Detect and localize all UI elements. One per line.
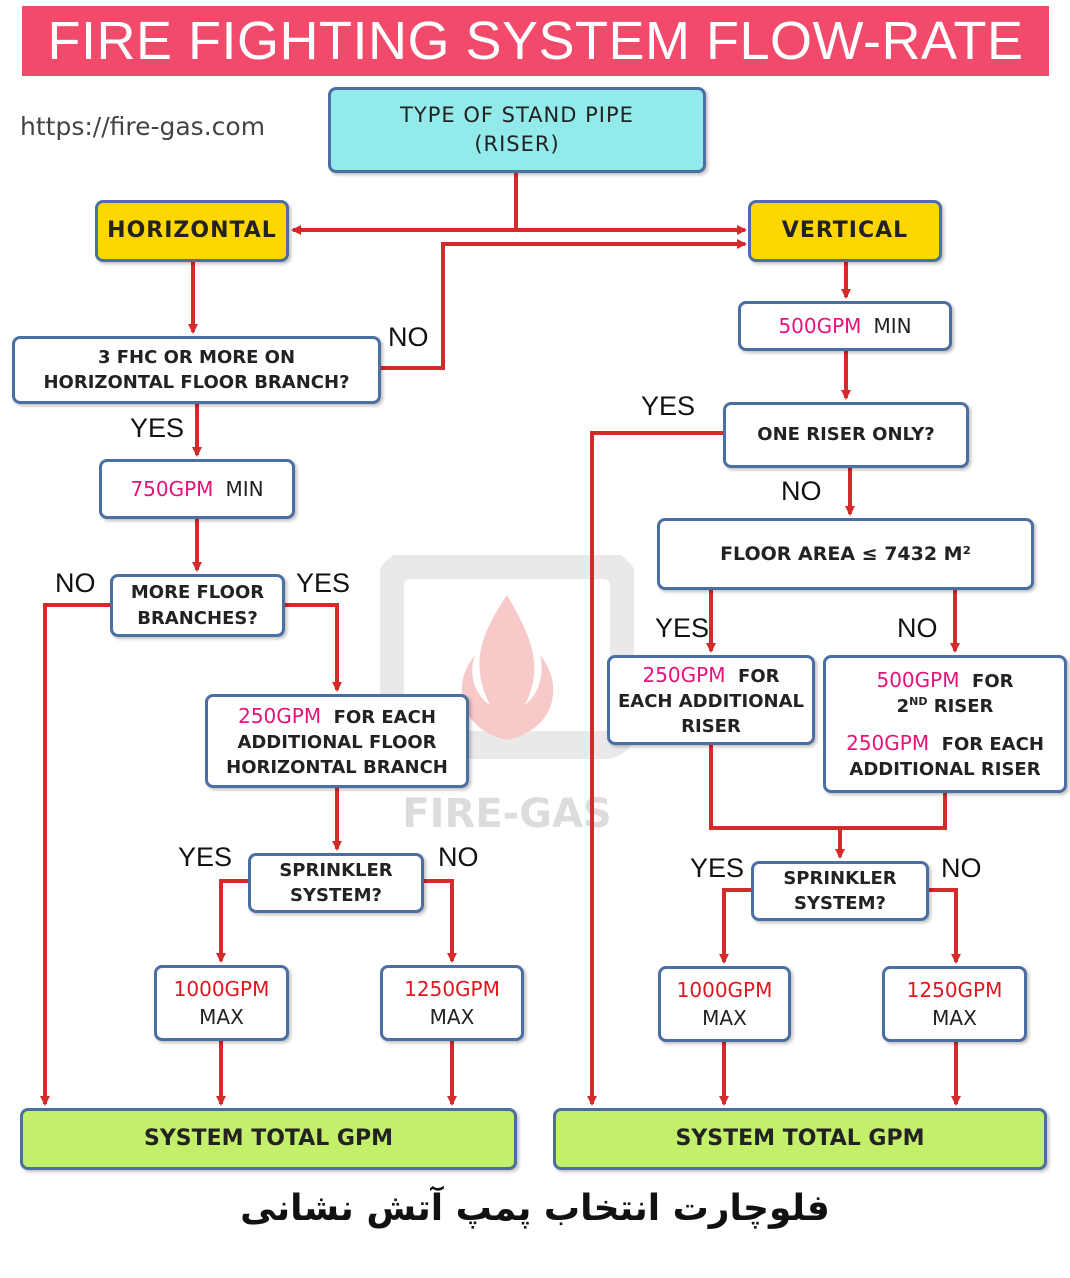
node-250gpm-riser-line1: FOR [738,665,780,687]
node-250gpm-floor-line2: ADDITIONAL FLOOR [237,731,437,753]
node-horizontal: HORIZONTAL [95,200,289,262]
node-1000gpm-left: 1000GPM MAX [154,965,289,1041]
label-no-sprinkler-left: NO [438,842,479,872]
watermark-text: FIRE-GAS [402,791,612,835]
persian-caption: فلوچارت انتخاب پمپ آتش نشانی [240,1188,830,1229]
node-more-floor-line2: BRANCHES? [137,607,258,629]
label-yes-sprinkler-right: YES [690,853,745,883]
node-250gpm-floor-line1: FOR EACH [333,706,436,728]
node-500gpm-2nd-ord: 2 [896,695,910,717]
node-500gpm: 500GPM MIN [738,301,952,351]
node-1250gpm-right-value: 1250GPM [906,978,1003,1002]
node-standpipe-type: TYPE OF STAND PIPE (RISER) [328,87,706,173]
label-yes-fhc: YES [130,413,185,443]
label-no-more-floor: NO [55,568,96,598]
node-one-riser-question: ONE RISER ONLY? [723,402,969,468]
node-500gpm-value: 500GPM [778,314,862,338]
label-no-one-riser: NO [781,476,822,506]
node-sprinkler-left: SPRINKLER SYSTEM? [248,853,424,913]
node-total-left: SYSTEM TOTAL GPM [20,1108,517,1170]
label-yes-floor-area: YES [655,613,710,643]
node-500gpm-2nd-riser: 500GPM FOR 2ND RISER 250GPM FOR EACH ADD… [823,655,1067,793]
node-standpipe-type-line2: (RISER) [474,132,560,156]
node-fhc-line1: 3 FHC OR MORE ON [97,346,296,368]
node-more-floor-question: MORE FLOOR BRANCHES? [110,574,285,637]
node-1000gpm-right-suffix: MAX [702,1006,747,1030]
node-250gpm-floor: 250GPM FOR EACH ADDITIONAL FLOOR HORIZON… [205,694,469,788]
node-1250gpm-left-suffix: MAX [429,1005,475,1029]
node-1250gpm-right-suffix: MAX [932,1006,977,1030]
node-250gpm-floor-line3: HORIZONTAL BRANCH [226,757,448,779]
node-1000gpm-left-suffix: MAX [199,1005,244,1029]
label-yes-more-floor: YES [296,568,351,598]
node-250gpm-riser: 250GPM FOR EACH ADDITIONAL RISER [607,655,815,745]
node-500gpm-2nd-value: 500GPM [876,667,960,692]
node-sprinkler-left-line2: SYSTEM? [290,885,382,906]
node-vertical: VERTICAL [748,200,942,262]
node-fhc-line2: HORIZONTAL FLOOR BRANCH? [43,372,350,393]
node-250gpm-each-value: 250GPM [846,731,930,755]
node-sprinkler-right-line2: SYSTEM? [794,893,886,914]
node-1250gpm-right: 1250GPM MAX [882,966,1027,1042]
label-no-floor-area: NO [897,613,938,643]
label-yes-one-riser: YES [641,391,696,421]
node-750gpm: 750GPM MIN [99,459,295,519]
label-no-fhc: NO [388,322,429,352]
node-floor-area-question: FLOOR AREA ≤ 7432 M² [657,518,1034,590]
label-yes-sprinkler-left: YES [178,842,233,872]
node-more-floor-line1: MORE FLOOR [130,582,265,604]
node-sprinkler-left-line1: SPRINKLER [279,859,393,881]
node-1000gpm-right-value: 1000GPM [676,978,773,1002]
node-750gpm-value: 750GPM [130,477,214,501]
node-sprinkler-right: SPRINKLER SYSTEM? [751,861,929,921]
node-500gpm-suffix: MIN [873,314,912,338]
node-standpipe-type-line1: TYPE OF STAND PIPE [400,102,634,127]
node-250gpm-floor-value: 250GPM [238,703,322,728]
page-title: FIRE FIGHTING SYSTEM FLOW-RATE [22,6,1049,76]
node-1250gpm-left: 1250GPM MAX [380,965,524,1041]
label-no-sprinkler-right: NO [941,853,982,883]
node-500gpm-2nd-sup: ND [909,694,928,708]
node-500gpm-2nd-line3: FOR EACH [941,734,1044,755]
node-1250gpm-left-value: 1250GPM [404,977,500,1001]
node-1000gpm-right: 1000GPM MAX [658,966,791,1042]
node-500gpm-2nd-line2: RISER [933,695,994,717]
node-250gpm-riser-value: 250GPM [642,662,726,687]
node-250gpm-riser-line2: EACH ADDITIONAL [617,690,805,712]
node-fhc-question: 3 FHC OR MORE ON HORIZONTAL FLOOR BRANCH… [12,336,381,404]
node-1000gpm-left-value: 1000GPM [173,977,270,1001]
node-500gpm-2nd-line1: FOR [972,670,1014,692]
node-750gpm-suffix: MIN [225,477,264,501]
node-total-right: SYSTEM TOTAL GPM [553,1108,1047,1170]
site-url: https://fire-gas.com [20,112,266,141]
node-500gpm-2nd-line4: ADDITIONAL RISER [849,759,1041,781]
node-250gpm-riser-line3: RISER [681,716,741,738]
node-sprinkler-right-line1: SPRINKLER [783,867,897,889]
